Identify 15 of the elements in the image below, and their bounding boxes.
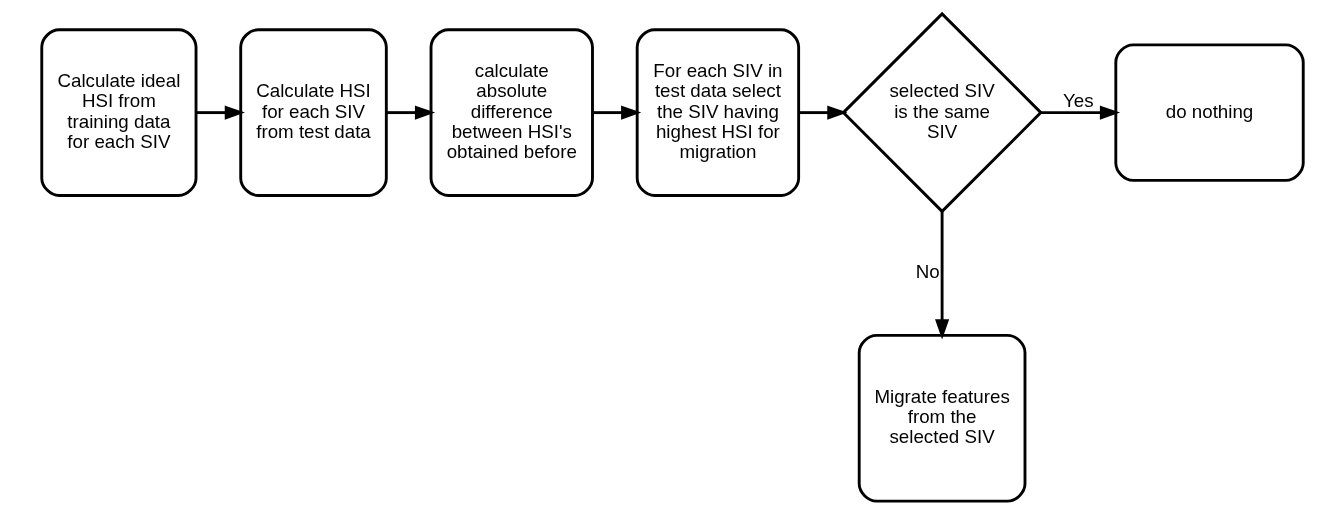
arrow	[798, 105, 847, 120]
node-box: Calculate ideal HSI from training data for each SIV	[39, 28, 197, 197]
node-box: Migrate features from the selected SIV	[857, 333, 1026, 503]
arrow	[386, 105, 435, 120]
node-box: calculate absolute difference between HSI's obtained before	[429, 28, 594, 197]
edge-label: No	[915, 261, 940, 283]
node-box: Calculate HSI for each SIV from test data	[238, 28, 388, 197]
arrow	[592, 105, 641, 120]
node-box: do nothing	[1113, 43, 1305, 182]
arrow	[195, 105, 245, 120]
node-box: For each SIV in test data select the SIV having highest HSI for migration	[635, 28, 800, 197]
arrow	[1040, 105, 1120, 120]
edge-label: Yes	[1062, 90, 1094, 112]
node-diamond: selected SIV is the same SIV	[840, 11, 1043, 214]
arrow	[934, 211, 949, 340]
